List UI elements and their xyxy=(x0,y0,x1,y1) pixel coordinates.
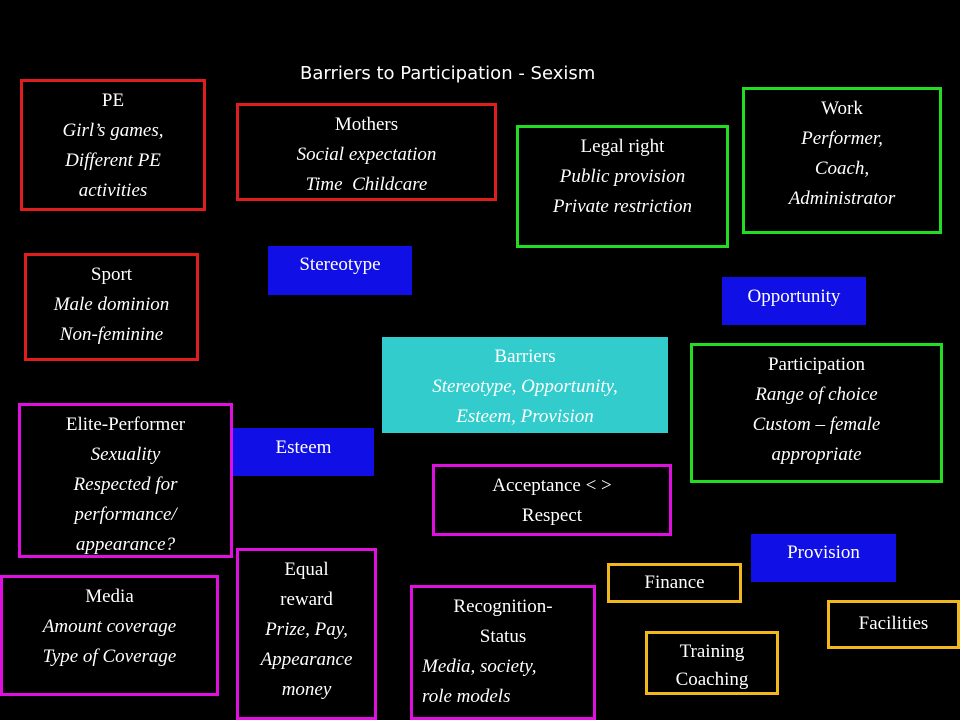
barriers-line-2: Esteem, Provision xyxy=(456,406,594,427)
media-box: Media Amount coverage Type of Coverage xyxy=(0,575,219,696)
diagram-title: Barriers to Participation - Sexism xyxy=(300,63,596,84)
provision-label: Provision xyxy=(787,542,860,563)
elite-performer-box: Elite-Performer Sexuality Respected for … xyxy=(18,403,233,558)
stereotype-label: Stereotype xyxy=(299,254,381,275)
acceptance-line-1: Acceptance < > xyxy=(492,475,612,496)
facilities-label: Facilities xyxy=(858,613,929,634)
media-line-1: Amount coverage xyxy=(42,616,177,637)
barriers-center-node: Barriers Stereotype, Opportunity, Esteem… xyxy=(382,337,668,433)
equal-line-2: Appearance xyxy=(260,649,353,670)
acceptance-box: Acceptance < > Respect xyxy=(432,464,672,536)
training-line-2: Coaching xyxy=(675,669,749,690)
participation-line-1: Range of choice xyxy=(755,384,878,405)
barriers-line-1: Stereotype, Opportunity, xyxy=(432,376,618,397)
recognition-line-1: Media, society, xyxy=(422,656,537,677)
elite-line-1: Sexuality xyxy=(90,444,161,465)
recognition-line-2: role models xyxy=(422,686,511,707)
esteem-label: Esteem xyxy=(275,437,332,458)
participation-line-3: appropriate xyxy=(771,444,862,465)
mothers-heading: Mothers xyxy=(334,114,399,135)
work-box: Work Performer, Coach, Administrator xyxy=(742,87,942,234)
legal-heading: Legal right xyxy=(580,136,665,157)
media-heading: Media xyxy=(85,586,134,607)
recognition-heading-1: Recognition- xyxy=(453,596,553,617)
equal-reward-box: Equal reward Prize, Pay, Appearance mone… xyxy=(236,548,377,720)
sport-line-1: Male dominion xyxy=(53,294,170,315)
equal-line-1: Prize, Pay, xyxy=(265,619,348,640)
recognition-status-box: Recognition- Status Media, society, role… xyxy=(410,585,596,720)
equal-line-3: money xyxy=(281,679,332,700)
pe-heading: PE xyxy=(101,90,125,111)
sport-box: Sport Male dominion Non-feminine xyxy=(24,253,199,361)
mothers-box: Mothers Social expectation Time Childcar… xyxy=(236,103,497,201)
work-heading: Work xyxy=(821,98,863,119)
equal-heading-1: Equal xyxy=(284,559,329,580)
work-line-2: Coach, xyxy=(814,158,870,179)
training-coaching-box: Training Coaching xyxy=(645,631,779,695)
esteem-node: Esteem xyxy=(233,428,374,476)
equal-heading-2: reward xyxy=(280,589,333,610)
mothers-line-2: Time Childcare xyxy=(305,174,428,195)
elite-line-4: appearance? xyxy=(75,534,176,555)
legal-line-1: Public provision xyxy=(559,166,686,187)
finance-label: Finance xyxy=(644,572,705,593)
acceptance-line-2: Respect xyxy=(521,505,583,526)
training-line-1: Training xyxy=(679,641,745,662)
mothers-line-1: Social expectation xyxy=(296,144,437,165)
legal-right-box: Legal right Public provision Private res… xyxy=(516,125,729,248)
media-line-2: Type of Coverage xyxy=(42,646,177,667)
legal-line-2: Private restriction xyxy=(552,196,693,217)
provision-node: Provision xyxy=(751,534,896,582)
sport-heading: Sport xyxy=(90,264,133,285)
sport-line-2: Non-feminine xyxy=(59,324,164,345)
participation-box: Participation Range of choice Custom – f… xyxy=(690,343,943,483)
barriers-heading: Barriers xyxy=(494,346,556,367)
opportunity-node: Opportunity xyxy=(722,277,866,325)
opportunity-label: Opportunity xyxy=(747,286,841,307)
work-line-1: Performer, xyxy=(801,128,883,149)
elite-heading: Elite-Performer xyxy=(65,414,186,435)
work-line-3: Administrator xyxy=(788,188,896,209)
pe-box: PE Girl’s games, Different PE activities xyxy=(20,79,206,211)
pe-line-1: Girl’s games, xyxy=(62,120,164,141)
participation-line-2: Custom – female xyxy=(752,414,881,435)
stereotype-node: Stereotype xyxy=(268,246,412,295)
elite-line-3: performance/ xyxy=(74,504,177,525)
finance-box: Finance xyxy=(607,563,742,603)
pe-line-3: activities xyxy=(78,180,148,201)
elite-line-2: Respected for xyxy=(73,474,178,495)
pe-line-2: Different PE xyxy=(65,150,161,171)
participation-heading: Participation xyxy=(767,354,866,375)
recognition-heading-2: Status xyxy=(479,626,527,647)
facilities-box: Facilities xyxy=(827,600,960,649)
